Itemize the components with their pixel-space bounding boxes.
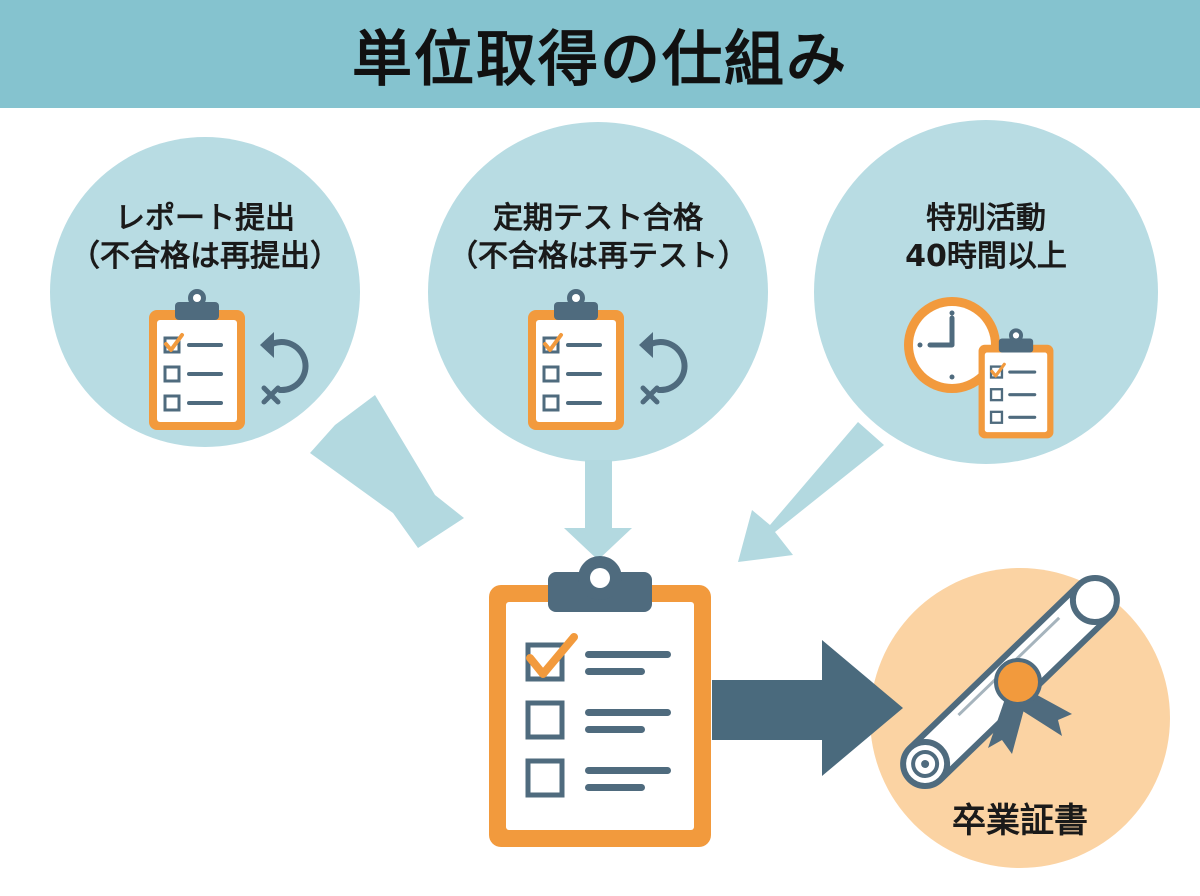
arrow-credit-to-diploma xyxy=(712,640,903,776)
requirement-condition: （不合格は再テスト） xyxy=(448,238,748,274)
requirement-label-activity: 特別活動 40時間以上 xyxy=(836,200,1136,275)
requirement-condition: 40時間以上 xyxy=(905,238,1067,274)
arrow-exam-to-credit xyxy=(564,460,632,560)
diploma-label: 卒業証書 xyxy=(952,801,1088,841)
diploma-scroll-icon xyxy=(900,575,1120,789)
requirement-title: 定期テスト合格 xyxy=(493,201,703,236)
requirement-condition: （不合格は再提出） xyxy=(70,238,340,274)
requirement-title: レポート提出 xyxy=(115,201,295,236)
requirement-label-exam: 定期テスト合格 （不合格は再テスト） xyxy=(428,200,768,275)
clipboard-checklist-icon xyxy=(489,556,711,847)
title-banner: 単位取得の仕組み xyxy=(0,0,1200,108)
requirement-title: 特別活動 xyxy=(926,201,1046,236)
requirement-circle-activity xyxy=(814,120,1158,464)
requirement-circle-report xyxy=(50,137,360,447)
page-title: 単位取得の仕組み xyxy=(352,24,848,95)
requirement-label-report: レポート提出 （不合格は再提出） xyxy=(55,200,355,275)
arrow-report-to-credit xyxy=(310,395,464,548)
arrow-activity-to-credit xyxy=(738,422,884,562)
clock-clipboard-icon xyxy=(904,297,1055,440)
